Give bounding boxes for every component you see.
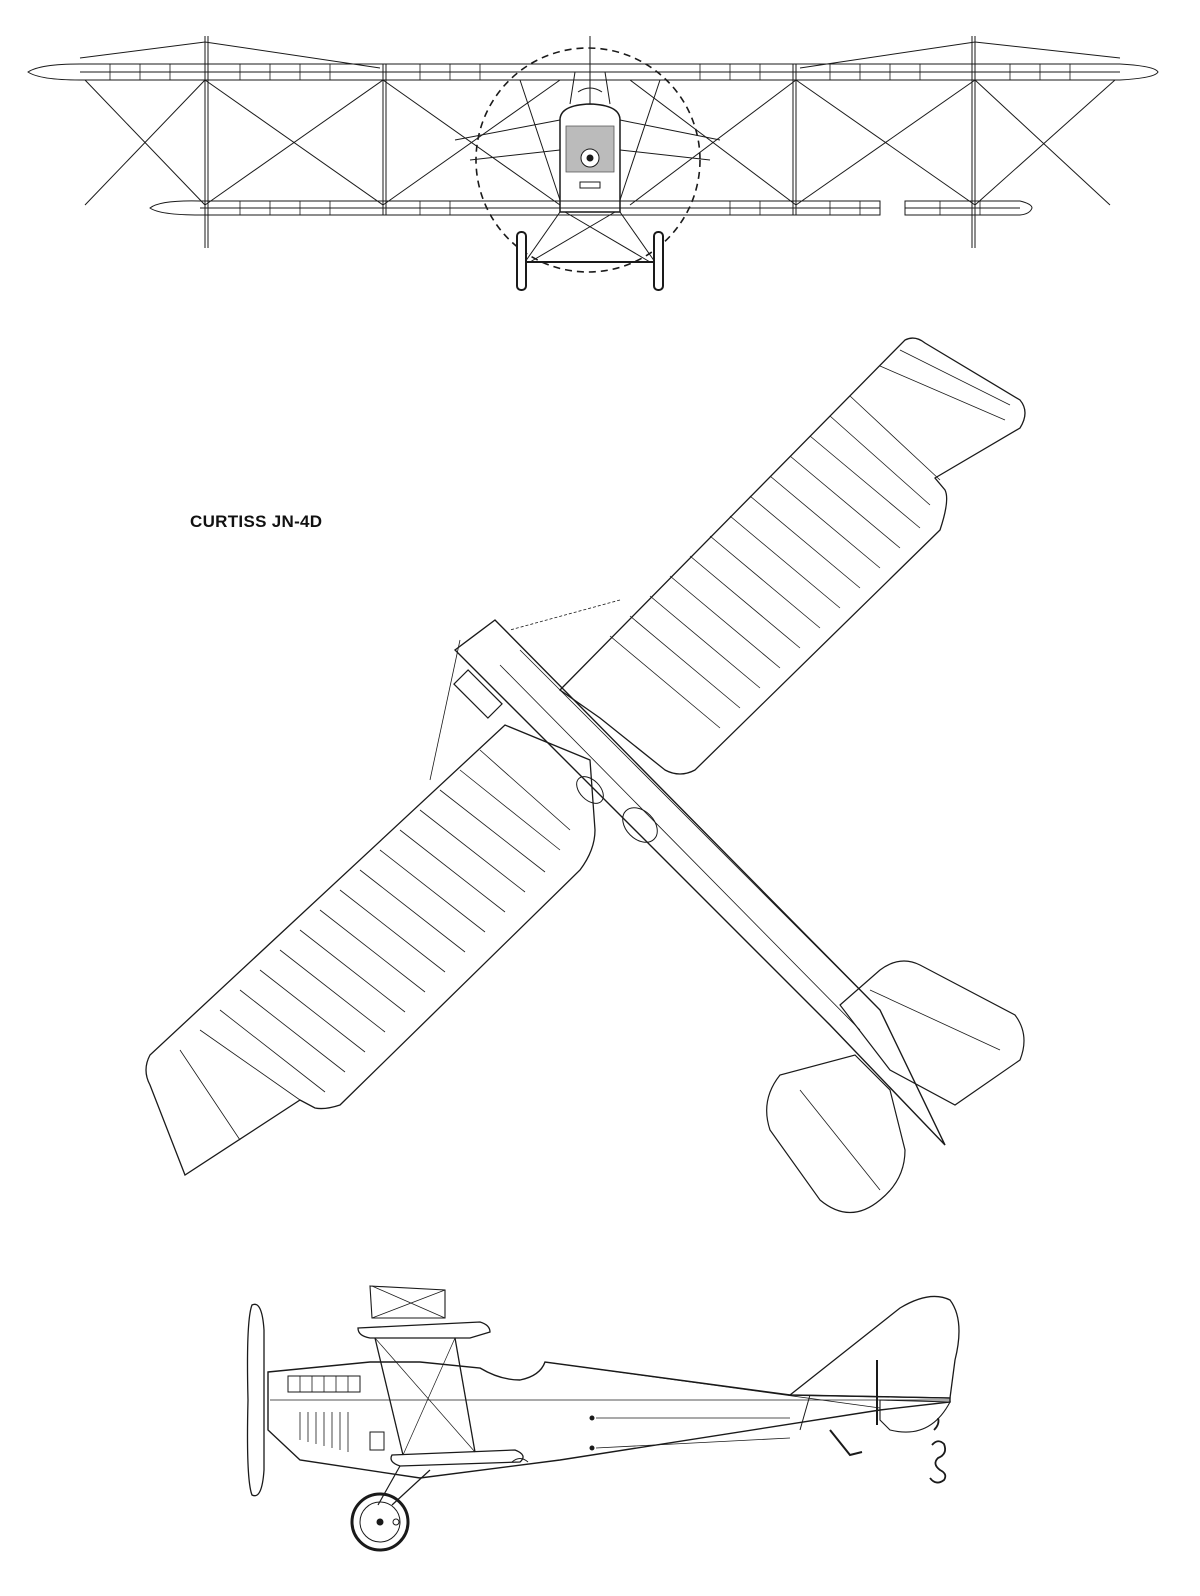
front-view	[28, 36, 1158, 290]
side-wheel	[352, 1494, 408, 1550]
top-wing-right	[560, 338, 1025, 774]
cockpit-rear	[616, 801, 664, 849]
front-fuselage	[560, 104, 620, 212]
side-upper-wing	[358, 1322, 490, 1338]
top-fuselage	[455, 620, 945, 1145]
engine-block	[454, 670, 502, 718]
side-view	[248, 1286, 960, 1550]
propeller-disc	[476, 48, 700, 272]
top-view	[146, 338, 1025, 1212]
top-tailplane-left	[767, 1055, 905, 1213]
cockpit-front	[572, 772, 609, 809]
top-tailplane-right	[840, 961, 1024, 1105]
side-elevator	[880, 1400, 950, 1432]
side-fin	[790, 1296, 959, 1398]
top-wing-left	[146, 725, 595, 1175]
front-wheel-right	[654, 232, 663, 290]
aircraft-title: CURTISS JN-4D	[190, 512, 323, 531]
side-fuselage	[268, 1362, 950, 1478]
side-lower-wing	[391, 1450, 523, 1466]
front-wheel-left	[517, 232, 526, 290]
artist-signature-logo	[930, 1418, 945, 1483]
propeller	[248, 1304, 265, 1495]
front-upper-wing	[28, 64, 1158, 80]
